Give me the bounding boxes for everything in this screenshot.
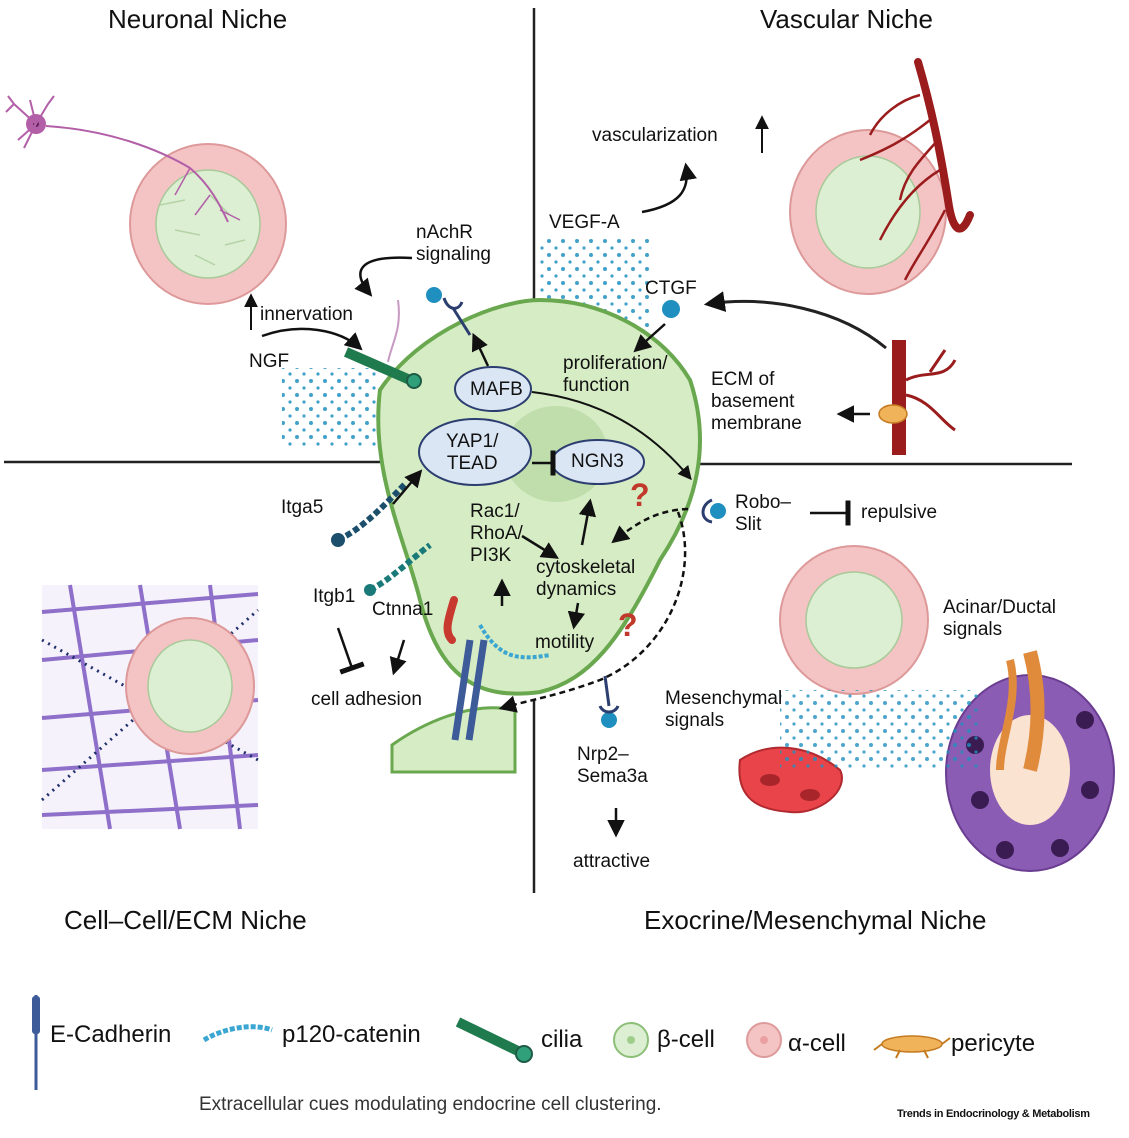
label-ngn3: NGN3	[571, 451, 624, 472]
label-ctnna1: Ctnna1	[372, 599, 434, 620]
title-cell-ecm-niche: Cell–Cell/ECM Niche	[64, 905, 307, 935]
legend-alpha-cell-icon	[746, 1022, 782, 1058]
nrp2-receptor-icon	[598, 705, 620, 714]
label-itgb1: Itgb1	[313, 586, 356, 607]
acinus-icon	[945, 650, 1115, 872]
vessel-pericyte-icon	[878, 340, 957, 455]
label-mafb: MAFB	[470, 379, 523, 400]
legend-e-cadherin-icon	[32, 995, 40, 1090]
islet-exocrine	[779, 545, 929, 695]
label-acinar-ductal: Acinar/Ductal signals	[943, 597, 1056, 640]
legend-label-p120-catenin: p120-catenin	[282, 1021, 421, 1048]
signal-cloud-ngf	[282, 368, 378, 448]
blood-vessel-icon	[859, 58, 974, 281]
label-mesenchymal: Mesenchymal signals	[665, 688, 783, 731]
robo-receptor-icon	[701, 498, 713, 524]
inhibit-itgb1-adhesion	[336, 627, 365, 675]
mafb-oval	[454, 366, 532, 412]
arrow-cyto-ngn3	[578, 498, 597, 546]
legend-p120-catenin-icon	[202, 1024, 273, 1043]
arrow-ctgf-prolif	[633, 323, 666, 353]
title-neuronal-niche: Neuronal Niche	[108, 4, 288, 34]
arrow-vessel-ctgf	[703, 291, 887, 350]
cilium-icon	[343, 299, 422, 389]
title-vascular-niche: Vascular Niche	[760, 4, 933, 34]
arrow-ctnna1-adhesion	[389, 639, 407, 676]
label-repulsive: repulsive	[861, 502, 938, 523]
label-itga5: Itga5	[281, 497, 324, 518]
arrow-robo-cadherin-dashed	[498, 511, 687, 713]
label-yap1-tead: YAP1/ TEAD	[446, 431, 499, 474]
robo-ligand-icon	[710, 503, 726, 519]
arrow-ngf-cilium	[261, 327, 363, 351]
arrow-cyto-motility	[567, 602, 586, 630]
nachr-receptor-icon	[442, 297, 464, 310]
label-robo-slit: Robo– Slit	[735, 492, 791, 535]
label-cytoskeletal-dynamics: cytoskeletal dynamics	[536, 557, 636, 600]
legend-label-alpha-cell: α-cell	[788, 1030, 846, 1057]
label-innervation: innervation	[260, 304, 353, 325]
label-vegf-a: VEGF-A	[549, 212, 620, 233]
yap-oval	[418, 418, 532, 486]
label-proliferation: proliferation/ function	[563, 353, 668, 396]
nrp2-ligand-icon	[601, 712, 617, 728]
legend-pericyte-icon	[873, 1035, 951, 1059]
arrow-vegf-vascularization	[641, 162, 697, 214]
label-vascularization: vascularization	[592, 125, 718, 146]
legend-label-pericyte: pericyte	[951, 1030, 1036, 1057]
islet-vascular	[789, 129, 947, 295]
itgb1-icon	[364, 542, 432, 596]
signal-cloud-exocrine	[780, 690, 980, 770]
e-cadherin-cell-icon	[451, 639, 488, 741]
caption: Extracellular cues modulating endocrine …	[199, 1094, 662, 1115]
ecm-network	[41, 584, 259, 830]
legend-label-e-cadherin: E-Cadherin	[50, 1021, 172, 1048]
ctnna1-icon	[443, 596, 458, 644]
brand-journal: Trends in Endocrinology & Metabolism	[897, 1108, 1090, 1120]
label-rac1-rhoa-pi3k: Rac1/ RhoA/ PI3K	[470, 501, 523, 566]
question-mark-lower: ?	[618, 607, 638, 643]
arrow-rac-cyto	[521, 534, 559, 559]
label-nrp2-sema3a: Nrp2– Sema3a	[577, 744, 648, 787]
islet-neuronal	[129, 143, 287, 305]
neighbor-cell	[390, 706, 517, 774]
itga5-icon	[331, 481, 408, 547]
legend-cilia-icon	[455, 1017, 533, 1063]
arrow-itga5-yap	[392, 469, 423, 505]
arrow-robo-cyto-dashed	[611, 507, 689, 544]
title-exocrine-niche: Exocrine/Mesenchymal Niche	[644, 905, 987, 935]
label-nachr-signaling: nAchR signaling	[416, 222, 491, 265]
nachr-stalk	[451, 307, 472, 336]
label-ecm-basement: ECM of basement membrane	[711, 369, 802, 434]
label-ctgf: CTGF	[645, 278, 697, 299]
arrow-nachr-curve	[354, 256, 413, 297]
p120-catenin-cell-icon	[478, 624, 551, 660]
label-attractive: attractive	[573, 851, 651, 872]
label-motility: motility	[535, 632, 595, 653]
label-cell-adhesion: cell adhesion	[311, 689, 422, 710]
question-mark-upper: ?	[630, 477, 650, 513]
legend-label-beta-cell: β-cell	[657, 1026, 715, 1053]
legend-beta-cell-icon	[613, 1022, 649, 1058]
arrow-mafb-robo	[531, 391, 692, 481]
legend-label-cilia: cilia	[541, 1026, 583, 1053]
nachr-ligand-icon	[426, 287, 442, 303]
nrp2-stalk	[603, 675, 611, 707]
arrow-mafb-receptor	[471, 332, 490, 367]
neuron-icon	[5, 95, 241, 223]
ctgf-ligand-icon	[662, 300, 680, 318]
label-ngf: NGF	[249, 351, 290, 372]
